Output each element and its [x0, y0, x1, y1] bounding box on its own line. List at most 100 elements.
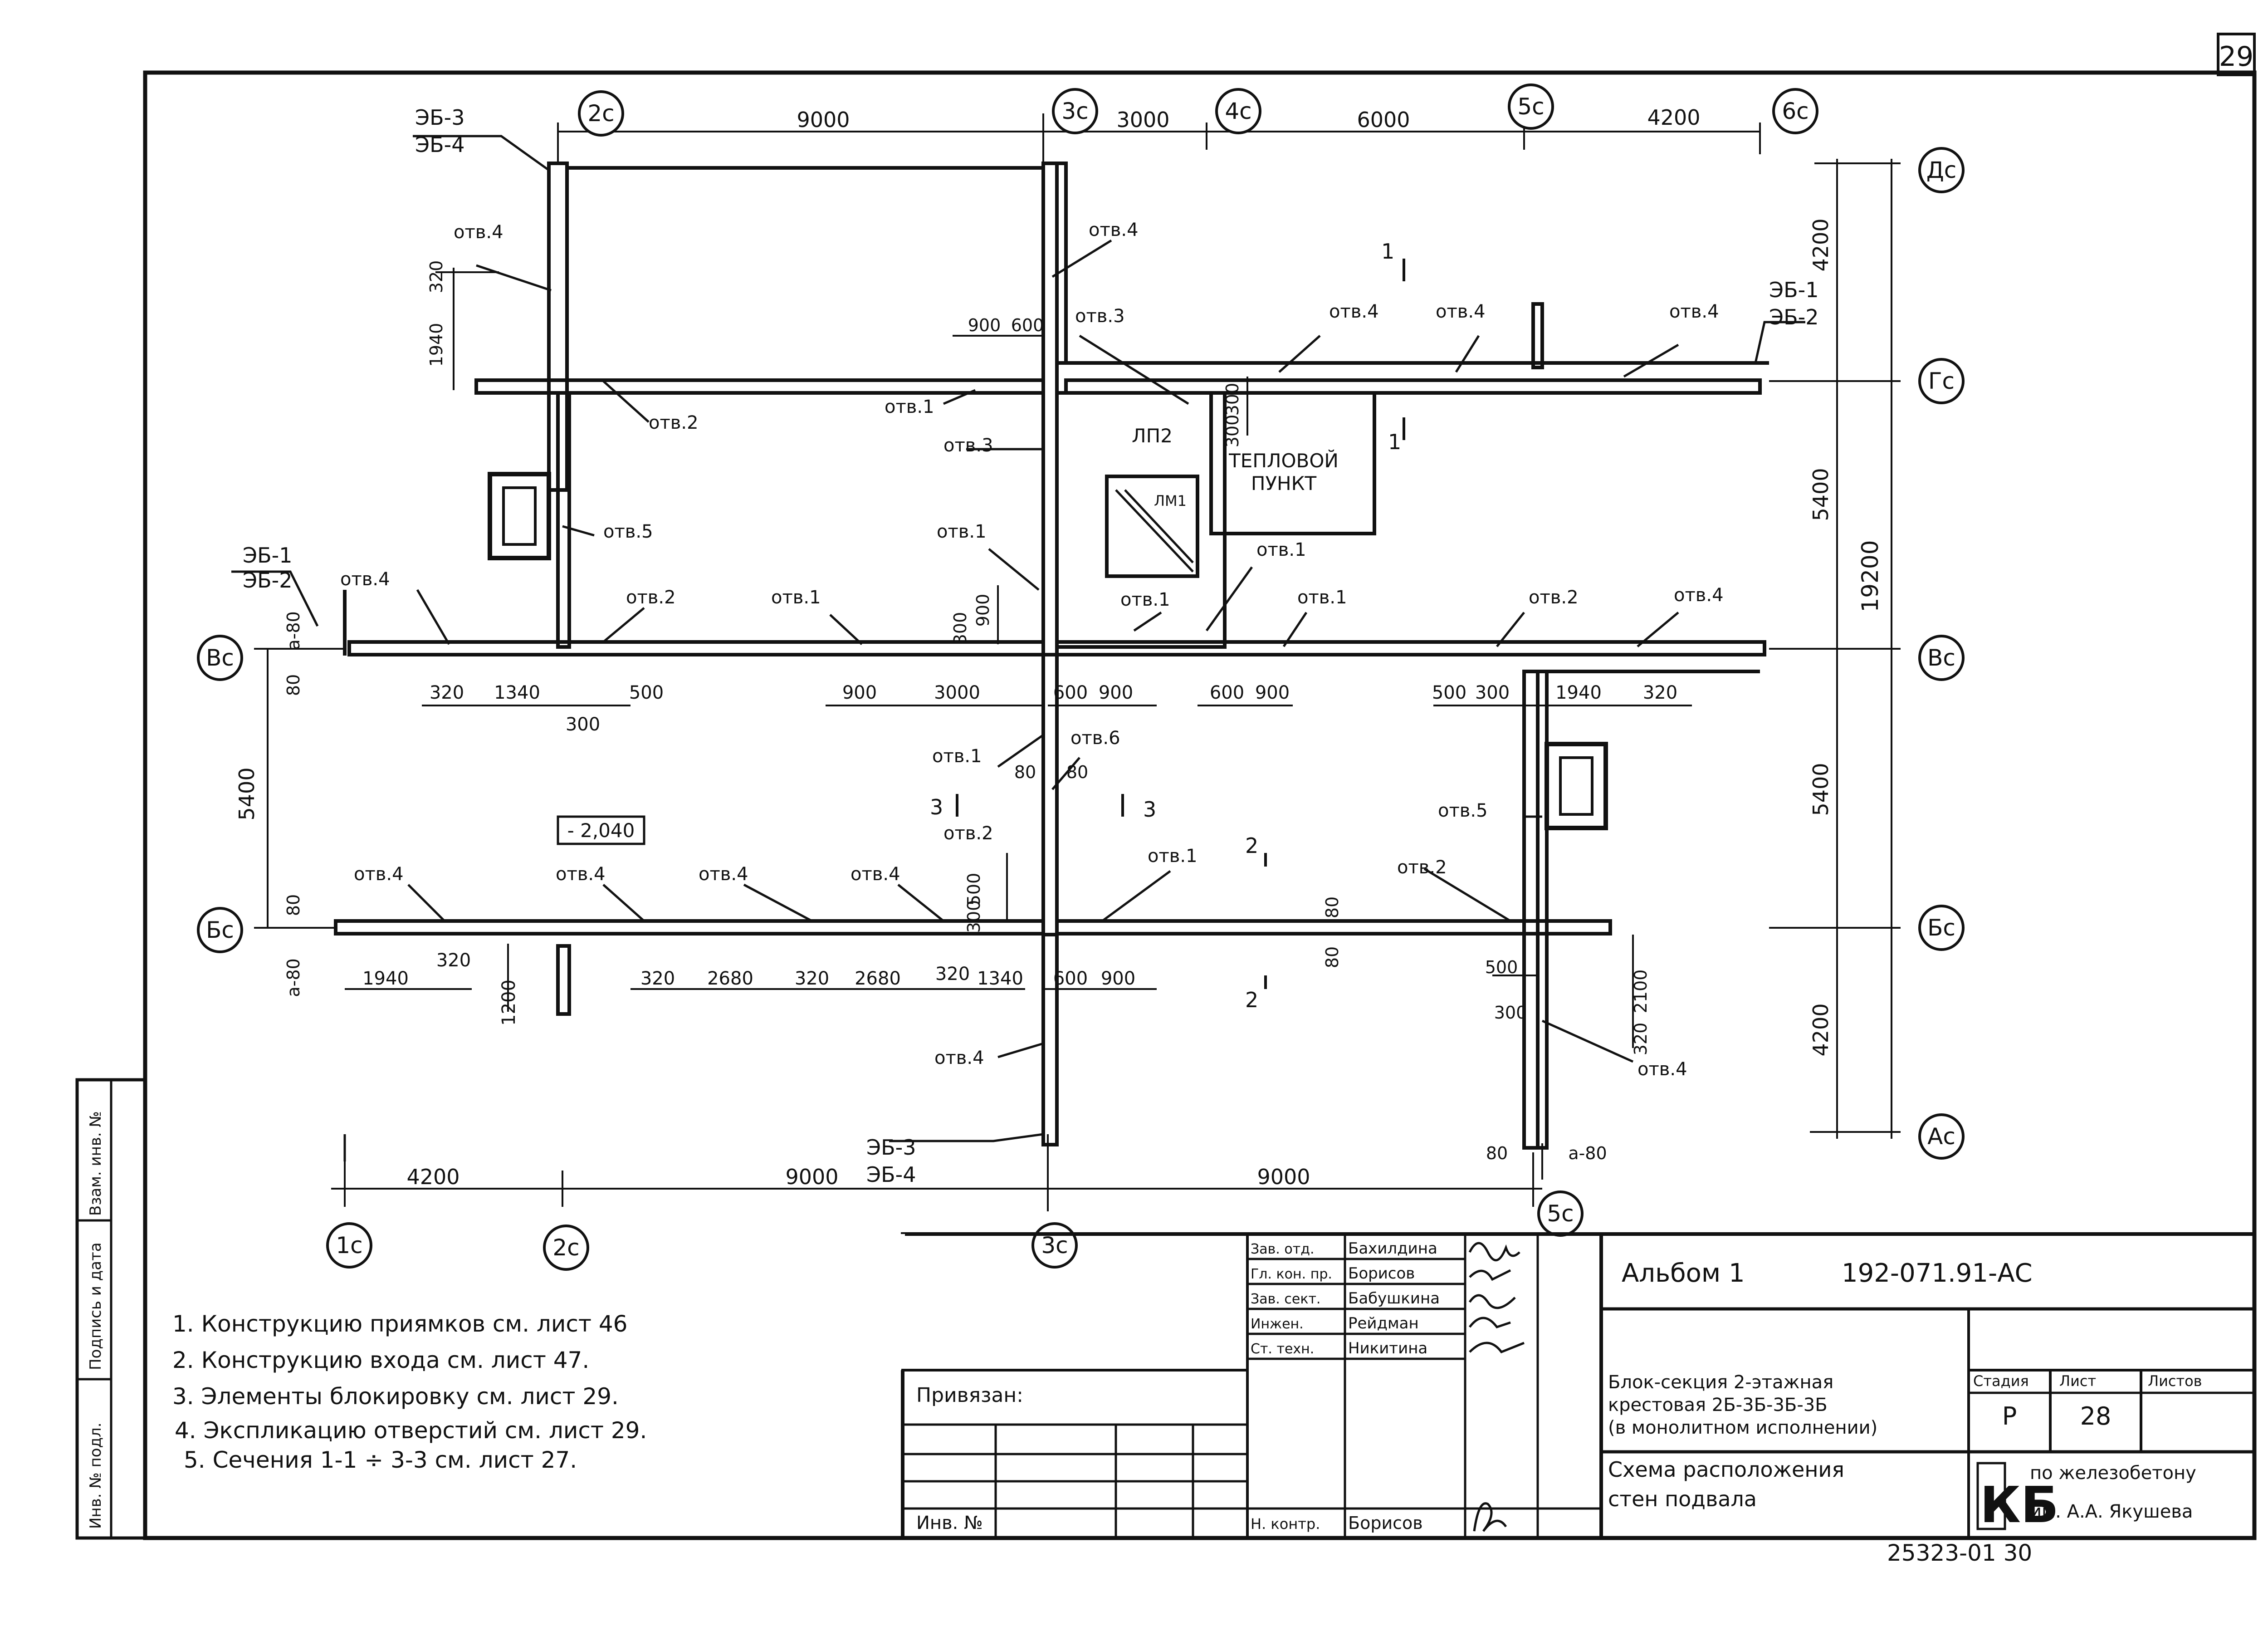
- dim-m-10: 80: [284, 894, 303, 916]
- opening-label: отв.2: [649, 412, 699, 433]
- axis-6c-top: 6с: [1782, 98, 1809, 124]
- dim-top-3: 6000: [1357, 108, 1410, 132]
- axis-Bc-right: Бс: [1927, 915, 1955, 941]
- level-value: - 2,040: [567, 819, 635, 842]
- dim-bottom-2: 9000: [785, 1165, 838, 1189]
- signatures: [1468, 1242, 1525, 1532]
- note-3: 3. Элементы блокировку см. лист 29.: [172, 1383, 619, 1410]
- role-4: Инжен.: [1251, 1316, 1304, 1332]
- opening-label: отв.1: [937, 521, 987, 542]
- opening-label: отв.1: [1148, 846, 1198, 867]
- axis-bubble-Vc-right: [1918, 635, 1965, 681]
- dim-m-11: 80: [1014, 762, 1036, 782]
- room-lm1: ЛМ1: [1154, 492, 1187, 509]
- dim-m-1: 320: [426, 260, 446, 294]
- axis-bubble-6c-top: [1772, 88, 1818, 134]
- room-lp2: ЛП2: [1132, 425, 1173, 447]
- dim-right-outer: 19200: [1857, 540, 1883, 612]
- axis-Gc: Гс: [1928, 368, 1955, 394]
- beam-right-1: ЭБ-1: [1769, 278, 1819, 302]
- drawing-title-2: стен подвала: [1608, 1487, 1757, 1511]
- axis-bubbles: [197, 83, 1965, 1271]
- opening-label: отв.5: [603, 521, 653, 542]
- side-stamp: Инв. № подл. Подпись и дата Взам. инв. №: [75, 1078, 147, 1540]
- dim-m-6: 900: [973, 594, 993, 627]
- axis-5c-top: 5с: [1517, 93, 1544, 120]
- role-3: Зав. сект.: [1251, 1291, 1320, 1307]
- dim-u-6: 3000: [934, 682, 980, 703]
- dim-m-15: 80: [1322, 946, 1342, 968]
- room-heat-1: ТЕПЛОВОЙ: [1228, 449, 1339, 472]
- dim-u-9: 600: [1210, 682, 1244, 703]
- dim-m-3: 900: [968, 315, 1001, 335]
- axis-bubble-Ac: [1918, 1113, 1965, 1160]
- beam-left-1: ЭБ-1: [243, 543, 293, 568]
- inv-label: Инв. №: [916, 1513, 983, 1533]
- opening-label: отв.4: [1669, 301, 1719, 322]
- dim-l-4: 320: [640, 968, 675, 989]
- dim-l-2: 320: [436, 950, 471, 971]
- axis-2c-bottom: 2с: [552, 1234, 579, 1261]
- dim-u-13: 1940: [1555, 682, 1602, 703]
- axis-bubble-2c-bottom: [543, 1225, 589, 1271]
- drawing-code: 192-071.91-АС: [1842, 1259, 2033, 1288]
- sheet-value: 28: [2080, 1402, 2112, 1430]
- dim-m-5: 300: [1222, 415, 1242, 448]
- opening-label: отв.1: [932, 746, 982, 767]
- n-kontr-name: Борисов: [1348, 1513, 1423, 1533]
- dim-u-11: 500: [1432, 682, 1466, 703]
- section-marks: 1 1 2 2 3 3: [930, 239, 1405, 1012]
- dim-u-8: 900: [1099, 682, 1133, 703]
- side-stamp-sign: Подпись и дата: [87, 1242, 105, 1370]
- opening-label: отв.4: [556, 864, 606, 885]
- opening-label: отв.4: [699, 864, 748, 885]
- axis-1c: 1с: [336, 1232, 362, 1259]
- axis-bubble-Vc-left: [197, 635, 243, 681]
- opening-label: отв.4: [1089, 220, 1139, 240]
- sheets-header: Листов: [2148, 1372, 2202, 1390]
- dim-right-4: 4200: [1809, 1003, 1833, 1056]
- dim-left: 5400: [235, 767, 259, 820]
- opening-label: отв.2: [1529, 587, 1579, 608]
- dim-l-8: 320: [935, 964, 970, 985]
- room-labels: ЛП2 ТЕПЛОВОЙ ПУНКТ ЛМ1: [1132, 425, 1339, 509]
- axis-bubble-1c: [326, 1222, 372, 1269]
- dimension-texts: 9000 3000 6000 4200 4200 9000 9000 19200…: [235, 105, 1883, 1189]
- dim-u-12: 300: [1475, 682, 1510, 703]
- opening-label: отв.2: [943, 823, 993, 844]
- role-5: Ст. техн.: [1251, 1341, 1314, 1357]
- stage-header: Стадия: [1973, 1372, 2029, 1390]
- dim-l-6: 320: [795, 968, 829, 989]
- beam-top-1: ЭБ-3: [415, 105, 465, 130]
- org-line-2: им. А.А. Якушева: [2030, 1501, 2193, 1522]
- room-heat-2: ПУНКТ: [1251, 472, 1317, 495]
- dim-m-20: 300: [1494, 1003, 1527, 1023]
- axis-labels: 2с 3с 4с 5с 6с Дс Гс Вс Бс Ас Вс Бс 1с 2…: [206, 93, 1956, 1261]
- opening-label: отв.2: [626, 587, 676, 608]
- dim-u-4: 300: [566, 714, 600, 735]
- dim-l-5: 2680: [707, 968, 753, 989]
- axis-bubble-Bc-right: [1918, 905, 1965, 951]
- name-5: Никитина: [1348, 1339, 1427, 1357]
- dim-m-21: 2100: [1631, 970, 1651, 1014]
- dim-m-8: 300: [1222, 383, 1242, 416]
- opening-label: отв.1: [771, 587, 821, 608]
- opening-label: отв.4: [354, 864, 404, 885]
- axis-Vc-left: Вс: [206, 645, 234, 671]
- privyazan-label: Привязан:: [916, 1384, 1023, 1407]
- opening-label: отв.4: [1674, 585, 1724, 606]
- dim-top-1: 9000: [797, 108, 850, 132]
- object-3: (в монолитном исполнении): [1608, 1417, 1877, 1438]
- opening-label: отв.1: [1297, 587, 1347, 608]
- dim-u-5: 900: [842, 682, 877, 703]
- dim-u-7: 600: [1053, 682, 1088, 703]
- axis-bubble-2c-top: [578, 90, 624, 137]
- stage-value: Р: [2002, 1402, 2017, 1430]
- dim-right-1: 4200: [1809, 218, 1833, 271]
- title-block: [900, 1232, 2256, 1540]
- n-kontr-label: Н. контр.: [1251, 1515, 1320, 1533]
- axis-bubble-4c-top: [1215, 88, 1261, 134]
- name-1: Бахилдина: [1348, 1239, 1437, 1258]
- opening-label: отв.3: [943, 435, 993, 456]
